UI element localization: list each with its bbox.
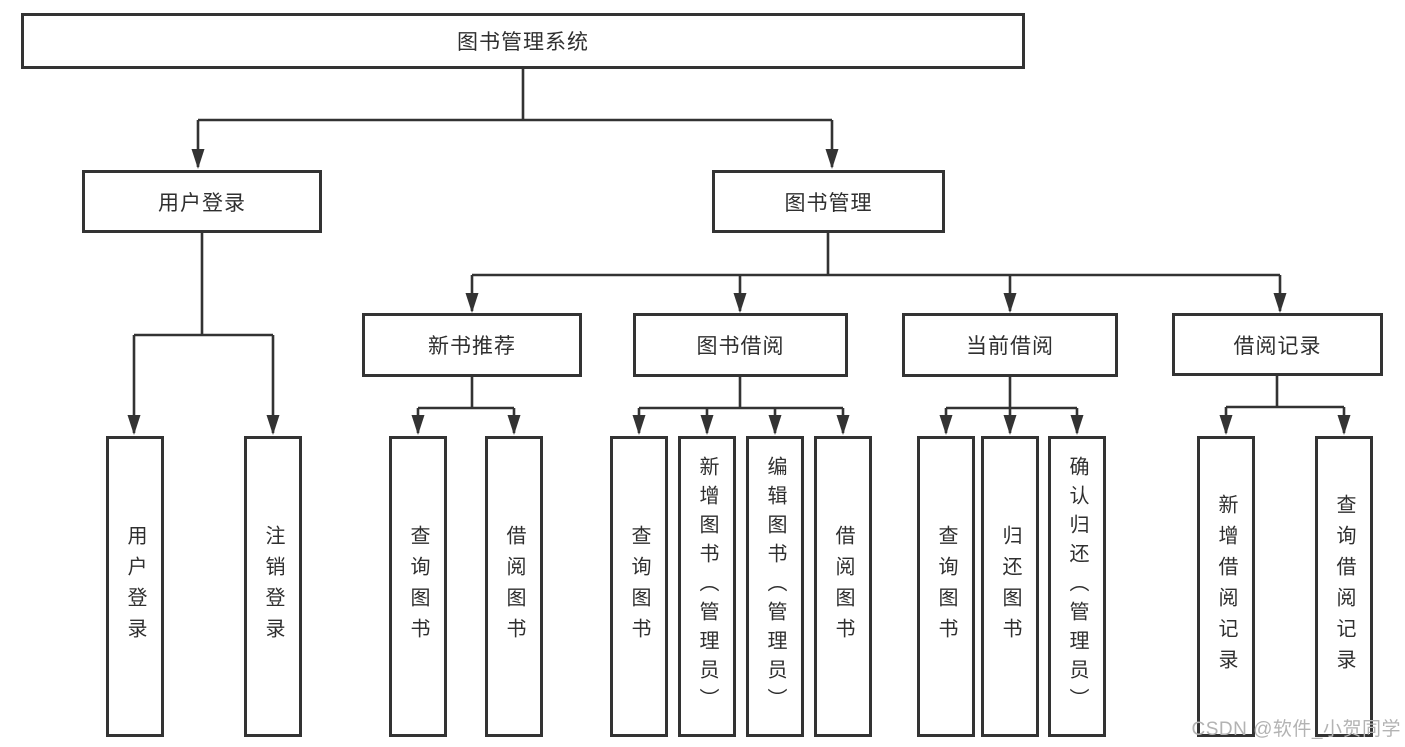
node-label: 借阅记录 [1233, 334, 1322, 358]
node-label: 确认归还（管理员） [1066, 456, 1088, 717]
node-label: 图书管理系统 [457, 31, 589, 54]
node-label: 归还图书 [999, 524, 1021, 649]
leaf-borrow-books-recommend: 借阅图书 [485, 436, 543, 737]
node-label: 图书管理 [784, 191, 873, 215]
leaf-user-login: 用户登录 [106, 436, 164, 737]
leaf-query-books-borrow: 查询图书 [610, 436, 668, 737]
node-label: 查询图书 [628, 524, 650, 649]
leaf-query-books-current: 查询图书 [917, 436, 975, 737]
node-current-borrow: 当前借阅 [902, 313, 1118, 377]
node-label: 查询借阅记录 [1333, 493, 1355, 680]
leaf-add-book-admin: 新增图书（管理员） [678, 436, 736, 737]
node-library-system-root: 图书管理系统 [21, 13, 1025, 69]
leaf-return-book: 归还图书 [981, 436, 1039, 737]
node-label: 用户登录 [124, 524, 146, 649]
node-book-borrow: 图书借阅 [633, 313, 848, 377]
node-label: 借阅图书 [503, 524, 525, 649]
node-borrow-records: 借阅记录 [1172, 313, 1383, 376]
node-label: 新书推荐 [428, 335, 516, 358]
node-label: 借阅图书 [832, 524, 854, 649]
node-book-management: 图书管理 [712, 170, 945, 233]
watermark: CSDN @软件_小贺同学 [1191, 719, 1401, 740]
node-user-login: 用户登录 [82, 170, 322, 233]
node-new-book-recommend: 新书推荐 [362, 313, 582, 377]
leaf-borrow-books: 借阅图书 [814, 436, 872, 737]
leaf-logout: 注销登录 [244, 436, 302, 737]
node-label: 当前借阅 [966, 335, 1054, 358]
leaf-confirm-return-admin: 确认归还（管理员） [1048, 436, 1106, 737]
node-label: 新增借阅记录 [1215, 493, 1237, 680]
node-label: 新增图书（管理员） [696, 456, 718, 717]
node-label: 查询图书 [935, 524, 957, 649]
node-label: 用户登录 [158, 191, 246, 215]
node-label: 查询图书 [407, 524, 429, 649]
node-label: 注销登录 [262, 524, 284, 649]
leaf-edit-book-admin: 编辑图书（管理员） [746, 436, 804, 737]
leaf-query-books-recommend: 查询图书 [389, 436, 447, 737]
node-label: 图书借阅 [696, 335, 785, 358]
leaf-add-borrow-record: 新增借阅记录 [1197, 436, 1255, 737]
node-label: 编辑图书（管理员） [764, 456, 786, 717]
leaf-query-borrow-record: 查询借阅记录 [1315, 436, 1373, 737]
